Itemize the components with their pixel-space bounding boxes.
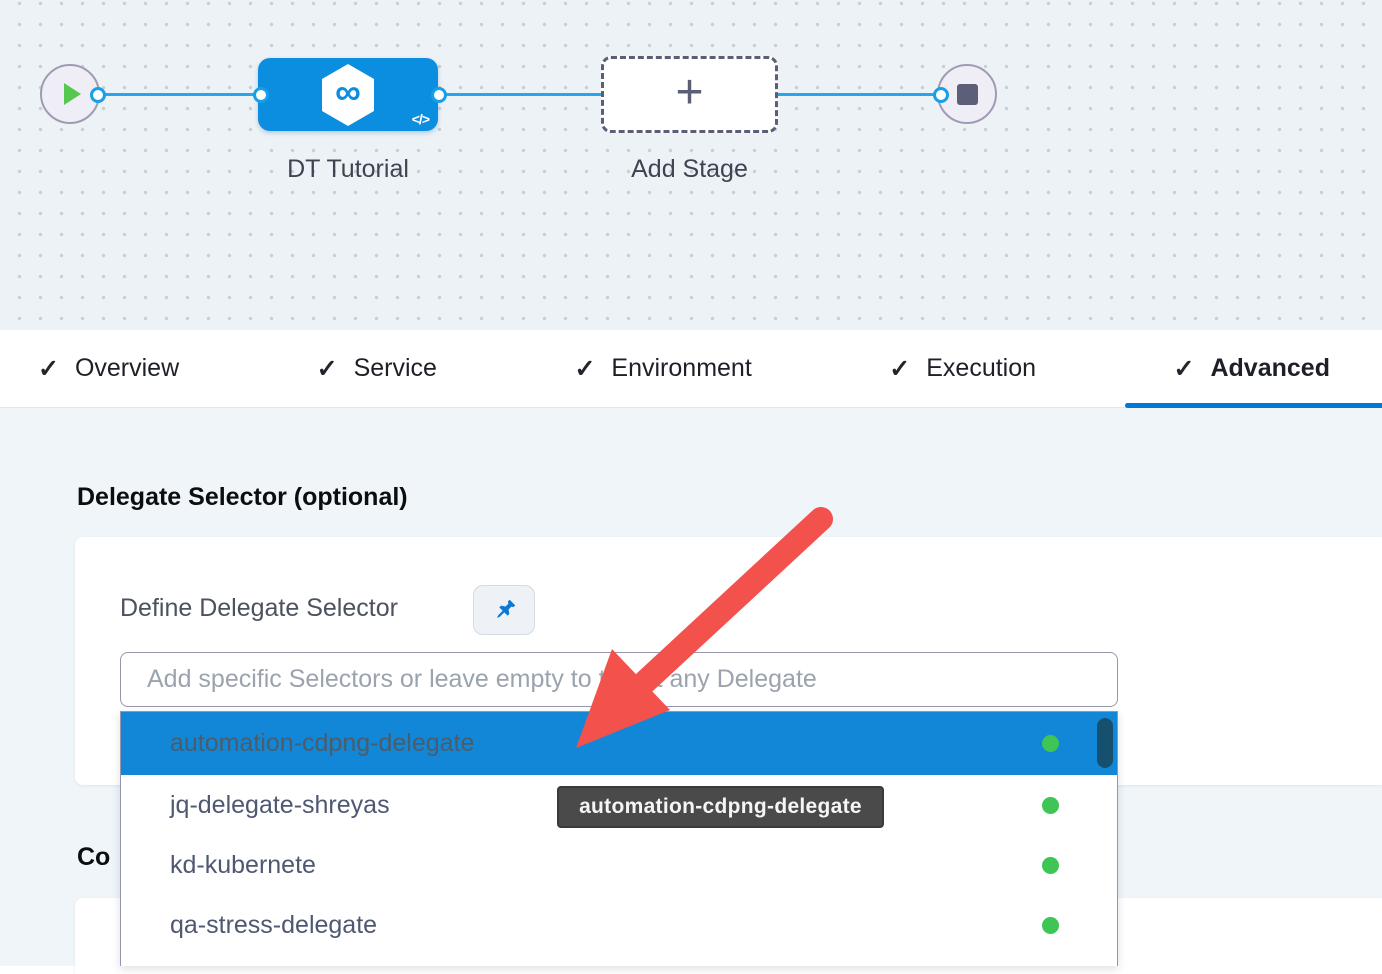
harness-stage-icon: ∞: [319, 63, 377, 127]
check-icon: ✓: [38, 354, 59, 383]
partial-section-title: Co: [77, 843, 111, 871]
stage-tab-bar: ✓ Overview ✓ Service ✓ Environment ✓ Exe…: [0, 330, 1382, 408]
dropdown-option[interactable]: jq-delegate-shreyas: [121, 775, 1117, 835]
connector-port: [933, 87, 949, 103]
section-title-delegate-selector: Delegate Selector (optional): [77, 483, 408, 511]
tab-advanced[interactable]: ✓ Advanced: [1174, 354, 1330, 384]
dropdown-option[interactable]: qa-stress-delegate: [121, 895, 1117, 955]
option-label: automation-cdpng-delegate: [170, 729, 475, 757]
status-connected-dot: [1042, 856, 1059, 874]
play-icon: [64, 83, 81, 105]
tab-service[interactable]: ✓ Service: [317, 354, 437, 384]
check-icon: ✓: [316, 354, 338, 383]
pipeline-end-node[interactable]: [937, 64, 997, 124]
connector-port: [90, 87, 106, 103]
define-delegate-selector-label: Define Delegate Selector: [120, 594, 398, 622]
option-label: kd-kubernete: [170, 850, 316, 879]
add-stage-node[interactable]: +: [601, 56, 778, 133]
dropdown-option[interactable]: kd-kubernete: [121, 835, 1117, 895]
stage-label: DT Tutorial: [287, 155, 409, 183]
tab-label: Environment: [611, 354, 752, 382]
delegate-selectors-input[interactable]: [120, 652, 1118, 707]
check-icon: ✓: [1173, 354, 1195, 383]
option-label: qa-stress-delegate: [170, 910, 378, 939]
pin-button[interactable]: [473, 585, 535, 635]
check-icon: ✓: [574, 354, 596, 383]
stage-node-dt-tutorial[interactable]: ∞ </>: [258, 58, 438, 131]
pipeline-edge: [440, 93, 602, 96]
tab-label: Execution: [926, 354, 1037, 382]
dropdown-option[interactable]: automation-cdpng-delegate: [121, 712, 1117, 775]
status-connected-dot: [1042, 796, 1059, 814]
add-stage-label: Add Stage: [631, 155, 748, 183]
pipeline-edge: [778, 93, 938, 96]
active-tab-underline: [1125, 403, 1382, 408]
connector-port: [253, 87, 269, 103]
option-label: jq-delegate-shreyas: [170, 790, 390, 819]
pin-icon: [496, 599, 515, 618]
tab-environment[interactable]: ✓ Environment: [574, 354, 751, 384]
tab-label: Advanced: [1210, 354, 1330, 382]
dropdown-scrollbar-thumb[interactable]: [1097, 718, 1113, 768]
connector-port: [431, 87, 447, 103]
delegate-selector-dropdown: automation-cdpng-delegate jq-delegate-sh…: [120, 711, 1118, 966]
check-icon: ✓: [889, 354, 911, 383]
delegate-tooltip: automation-cdpng-delegate: [557, 786, 884, 828]
tab-overview[interactable]: ✓ Overview: [38, 354, 179, 384]
tab-execution[interactable]: ✓ Execution: [889, 354, 1036, 384]
status-connected-dot: [1042, 735, 1059, 752]
stop-icon: [956, 83, 978, 105]
pipeline-canvas: ∞ </> DT Tutorial + Add Stage: [0, 0, 1382, 330]
tab-label: Service: [353, 354, 437, 382]
pipeline-edge: [100, 93, 260, 96]
tab-label: Overview: [74, 354, 180, 382]
svg-text:∞: ∞: [335, 71, 361, 112]
code-icon: </>: [411, 111, 430, 127]
plus-icon: +: [675, 65, 704, 119]
status-connected-dot: [1042, 916, 1059, 934]
